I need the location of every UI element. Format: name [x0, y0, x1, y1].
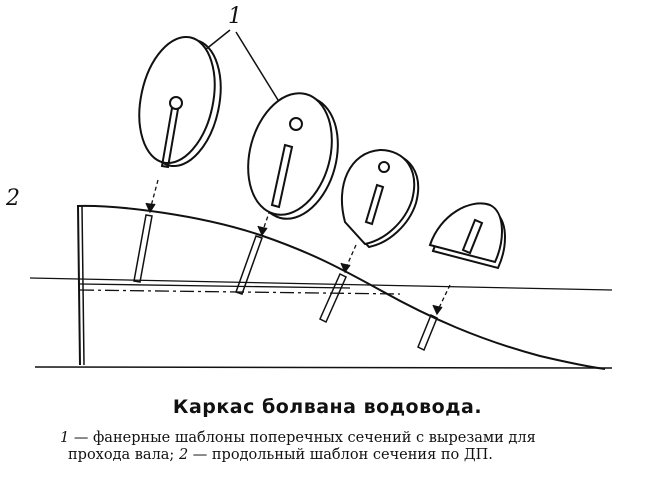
- caption-num-1: 1: [60, 430, 70, 446]
- cross-section-template-3: [340, 148, 420, 249]
- caption-num-2: 2: [178, 447, 189, 463]
- caption-line-2b: — продольный шаблон сечения по ДП.: [188, 447, 493, 463]
- label-1: 1: [228, 4, 242, 29]
- label-2: 2: [6, 186, 20, 211]
- caption-line-2a: прохода вала;: [68, 447, 179, 463]
- frame-drawing: [29, 29, 613, 370]
- shaft-axis: [29, 277, 613, 295]
- placement-arrows: [145, 179, 451, 316]
- section-slots: [133, 214, 438, 352]
- cross-section-template-1: [138, 35, 222, 169]
- baseline: [34, 366, 613, 369]
- caption-line-1: — фанерные шаблоны поперечных сечений с …: [69, 430, 536, 446]
- cross-section-template-4: [428, 202, 506, 270]
- figure-caption: 1 — фанерные шаблоны поперечных сечений …: [60, 430, 620, 464]
- cross-section-template-2: [247, 92, 339, 220]
- figure-title: Каркас болвана водовода.: [172, 396, 483, 418]
